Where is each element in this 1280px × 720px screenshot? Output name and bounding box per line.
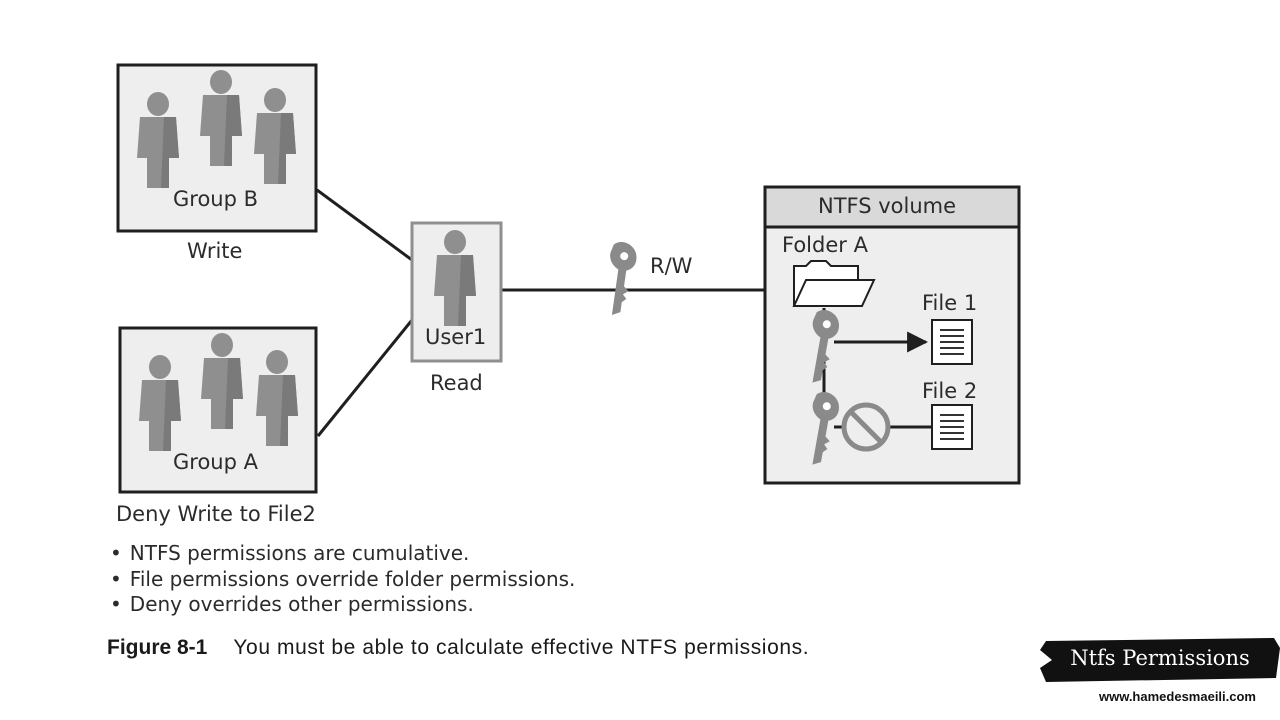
- list-item: File permissions override folder permiss…: [110, 567, 576, 593]
- file1-name: File 1: [922, 291, 978, 315]
- rw-key-icon: [601, 240, 639, 318]
- link-groupa-user: [316, 319, 414, 437]
- file2-name: File 2: [922, 379, 978, 403]
- group-a-permission: Deny Write to File2: [116, 502, 316, 526]
- volume-title: NTFS volume: [818, 194, 957, 218]
- group-b-box: [116, 63, 318, 233]
- group-a-name: Group A: [173, 450, 258, 474]
- notes-list: NTFS permissions are cumulative. File pe…: [110, 541, 576, 618]
- user1-permission: Read: [430, 371, 483, 395]
- folder-name: Folder A: [782, 233, 868, 257]
- user1-name: User1: [425, 325, 487, 349]
- deny-icon: [841, 402, 891, 452]
- link-groupb-user: [316, 188, 413, 262]
- ntfs-volume-box: [763, 185, 1021, 485]
- folder-icon: [792, 260, 876, 307]
- figure-caption: Figure 8-1 You must be able to calculate …: [107, 636, 809, 660]
- figure-number: Figure 8-1: [107, 636, 208, 659]
- key-permission-label: R/W: [650, 254, 693, 278]
- group-a-box: [118, 326, 318, 494]
- file2-document-icon: [931, 404, 973, 450]
- figure-text: You must be able to calculate effective …: [233, 636, 810, 659]
- brand-title: Ntfs Permissions: [1070, 646, 1250, 670]
- list-item: Deny overrides other permissions.: [110, 592, 575, 618]
- website-link[interactable]: www.hamedesmaeili.com: [1098, 689, 1256, 704]
- group-b-name: Group B: [173, 187, 259, 211]
- brand-banner: [1040, 638, 1280, 682]
- group-b-permission: Write: [187, 239, 243, 263]
- file1-document-icon: [931, 319, 973, 365]
- user1-box: [410, 221, 503, 363]
- list-item: NTFS permissions are cumulative.: [110, 541, 575, 567]
